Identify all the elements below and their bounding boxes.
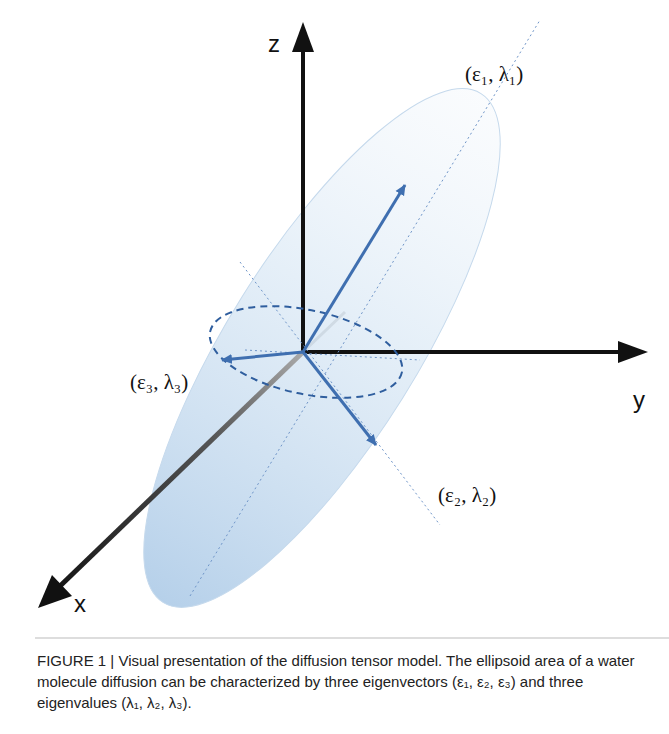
divider-line: [35, 638, 669, 639]
axis-1-dotted: [190, 20, 540, 596]
y-arrowhead: [618, 341, 648, 363]
eigenvector-3: [222, 352, 303, 360]
eigenvector-1: [303, 185, 405, 352]
eigen-label: (ε₃, λ₃): [130, 370, 188, 395]
axis-2-dotted: [240, 262, 440, 525]
eigen-label: (ε₂, λ₂): [438, 483, 496, 508]
y-axis: [303, 350, 628, 354]
axis-label: y: [633, 386, 645, 414]
z-arrowhead: [292, 22, 314, 52]
x-axis: [58, 352, 303, 588]
x-arrowhead: [38, 575, 72, 608]
eigenvector-2: [303, 352, 376, 445]
axis-label: x: [74, 590, 86, 618]
axis-label: z: [268, 30, 280, 58]
ellipsoid: [82, 43, 561, 653]
cross-section-ellipse: [201, 291, 410, 414]
z-axis: [301, 40, 305, 352]
eigen-label: (ε₁, λ₁): [465, 62, 523, 87]
figure-caption: FIGURE 1 | Visual presentation of the di…: [37, 650, 637, 713]
